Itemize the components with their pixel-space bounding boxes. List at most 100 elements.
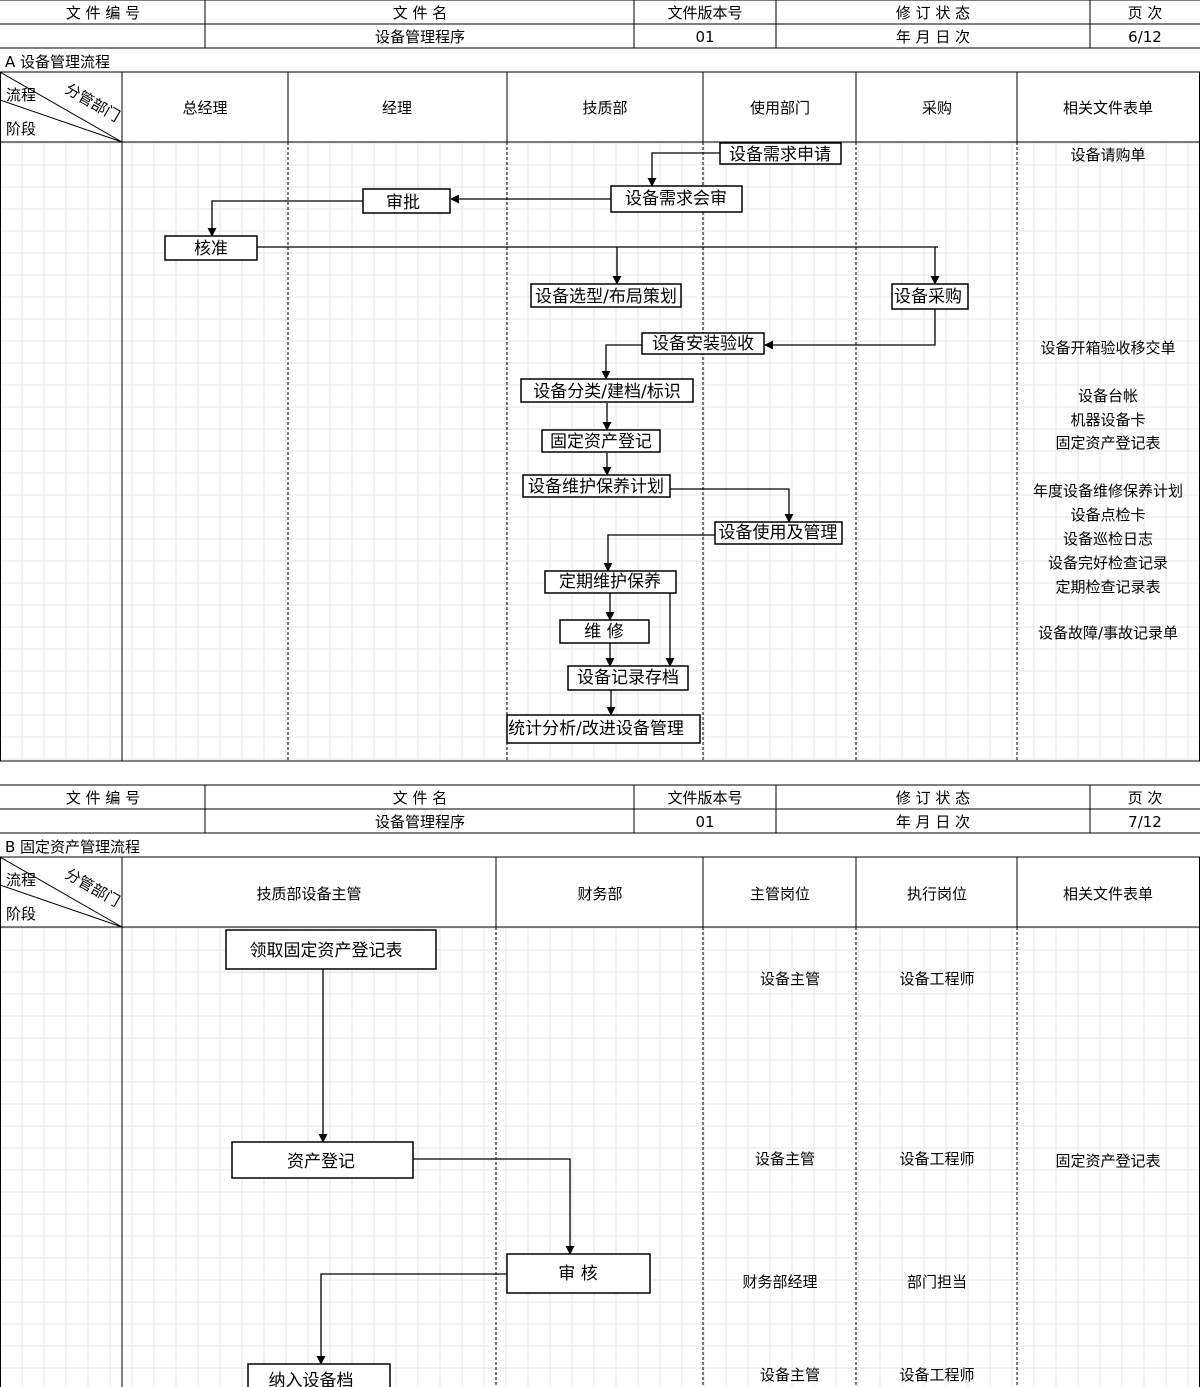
doc-title: 设备管理程序 [375,813,465,831]
corner-dept-label: 分管部门 [62,865,123,911]
grid-sheet-2 [0,927,1200,1387]
version-value: 01 [695,813,714,831]
box-fixed-asset-register: 固定资产登记 [541,429,661,453]
row1-executor: 设备工程师 [899,970,974,988]
row2-executor: 设备工程师 [899,1150,974,1168]
corner-stage-label: 阶段 [6,905,36,923]
connector-request-to-review [647,152,720,187]
box-equipment-request: 设备需求申请 [719,142,842,165]
row4-executor: 设备工程师 [899,1366,974,1384]
box-label: 设备需求会审 [625,189,727,209]
box-periodic-maintenance: 定期维护保养 [544,570,677,594]
connector-register-to-audit [413,1158,575,1255]
corner-process-label: 流程 [6,86,36,104]
box-label: 统计分析/改进设备管理 [508,719,684,739]
box-include-equipment-archive: 纳入设备档 [247,1363,391,1387]
box-label: 设备安装验收 [652,334,754,354]
column-equipment-supervisor: 技质部设备主管 [256,885,361,903]
form-patrol-log: 设备巡检日志 [1063,530,1153,548]
connector-approve-to-ratify [207,200,363,237]
version-value: 01 [695,28,714,46]
box-label: 纳入设备档 [269,1371,354,1387]
box-record-archive: 设备记录存档 [567,665,689,691]
row3-supervisor: 财务部经理 [742,1273,817,1291]
box-label: 审批 [386,193,420,213]
form-fixed-asset-register: 固定资产登记表 [1055,434,1160,452]
corner-dept-label: 分管部门 [62,80,123,126]
connector-plan-to-use [670,488,794,523]
box-label: 设备使用及管理 [719,522,838,543]
column-user-dept: 使用部门 [750,99,810,117]
column-purchasing: 采购 [922,99,952,117]
row1-supervisor: 设备主管 [760,970,820,988]
date-label: 年 月 日 次 [896,813,970,831]
column-general-manager: 总经理 [182,99,227,117]
row2-form: 固定资产登记表 [1055,1152,1160,1170]
box-ratify: 核准 [164,235,258,261]
column-related-forms: 相关文件表单 [1063,885,1153,903]
connector-use-to-maintain [603,534,715,572]
connector-install-to-classify [601,344,642,380]
row3-executor: 部门担当 [907,1273,967,1291]
column-executor-post: 执行岗位 [907,885,967,903]
sheet-1: 文 件 编 号 文 件 名 文件版本号 修 订 状 态 页 次 设备管理程序 0… [0,0,1200,762]
section-title: B 固定资产管理流程 [5,838,140,856]
box-classify-archive-label: 设备分类/建档/标识 [520,378,694,403]
connector-purchase-to-install [764,309,936,350]
box-label: 设备维护保养计划 [528,477,664,497]
box-audit: 审 核 [506,1253,651,1294]
column-finance: 财务部 [577,885,622,903]
header-version-label: 文件版本号 [667,789,742,807]
doc-title: 设备管理程序 [375,28,465,46]
box-label: 领取固定资产登记表 [250,941,403,961]
box-label: 固定资产登记 [550,432,652,452]
section-title: A 设备管理流程 [5,53,110,71]
header-doc-name-label: 文 件 名 [393,4,448,22]
sheet-2: 文 件 编 号 文 件 名 文件版本号 修 订 状 态 页 次 设备管理程序 0… [0,784,1200,1387]
date-label: 年 月 日 次 [896,28,970,46]
connector-audit-to-archive [316,1273,507,1365]
header-revision-label: 修 订 状 态 [896,789,970,807]
box-selection-layout: 设备选型/布局策划 [530,283,682,308]
column-supervisor-post: 主管岗位 [750,885,810,903]
form-annual-maintenance-plan: 年度设备维修保养计划 [1033,482,1183,500]
header-doc-name-label: 文 件 名 [393,789,448,807]
header-doc-no-label: 文 件 编 号 [66,4,140,22]
form-purchase-request: 设备请购单 [1070,146,1145,164]
header-version-label: 文件版本号 [667,4,742,22]
box-label: 维 修 [584,622,623,642]
column-manager: 经理 [382,99,412,117]
header-doc-no-label: 文 件 编 号 [66,789,140,807]
column-related-forms: 相关文件表单 [1063,99,1153,117]
page-value: 6/12 [1128,28,1162,46]
box-approve: 审批 [362,188,451,214]
box-label: 设备采购 [894,287,962,307]
form-unpacking-handover: 设备开箱验收移交单 [1040,339,1175,357]
box-statistical-analysis: 统计分析/改进设备管理 [506,714,701,744]
box-label: 设备需求申请 [729,145,831,165]
box-install-acceptance: 设备安装验收 [641,332,765,355]
box-usage-management: 设备使用及管理 [714,521,843,545]
form-periodic-check: 定期检查记录表 [1055,578,1160,596]
box-label: 核准 [194,239,228,259]
row2-supervisor: 设备主管 [755,1150,815,1168]
box-purchase: 设备采购 [891,283,969,310]
box-label: 设备记录存档 [577,668,679,688]
form-fault-accident: 设备故障/事故记录单 [1038,624,1178,642]
header-revision-label: 修 订 状 态 [896,4,970,22]
box-receive-asset-form: 领取固定资产登记表 [225,929,437,970]
header-page-label: 页 次 [1128,789,1163,807]
box-label: 审 核 [558,1264,597,1284]
box-equipment-review: 设备需求会审 [610,185,743,213]
box-repair: 维 修 [559,619,650,644]
row4-supervisor: 设备主管 [760,1366,820,1384]
header-page-label: 页 次 [1128,4,1163,22]
corner-stage-label: 阶段 [6,120,36,138]
corner-process-label: 流程 [6,871,36,889]
form-machine-card: 机器设备卡 [1070,411,1145,429]
column-tech-quality: 技质部 [582,99,627,117]
form-equipment-ledger: 设备台帐 [1078,387,1138,405]
box-label: 资产登记 [287,1152,355,1172]
box-label: 定期维护保养 [559,572,661,592]
